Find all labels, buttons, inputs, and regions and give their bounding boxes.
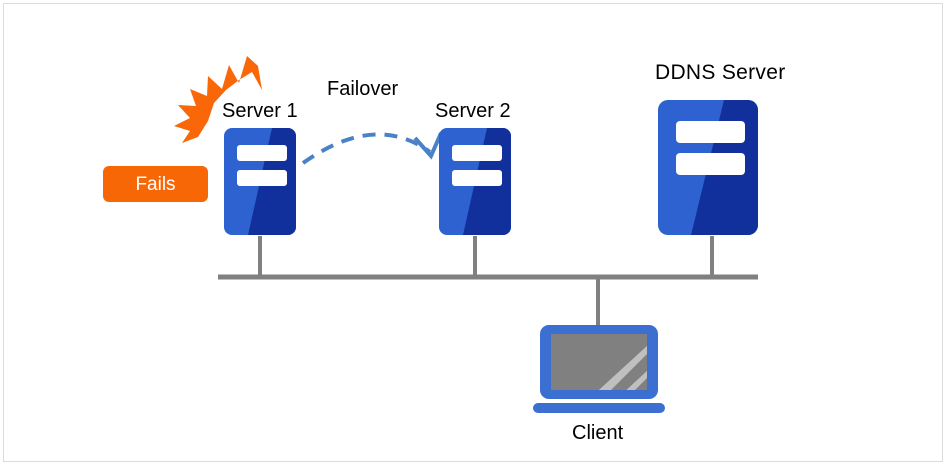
server-icon-server-2[interactable] bbox=[439, 128, 511, 235]
ddns-server-slot-2 bbox=[676, 153, 745, 175]
label-ddns-server: DDNS Server bbox=[655, 61, 786, 84]
failover-arc-dashed bbox=[301, 132, 432, 165]
server-2-slot-1 bbox=[452, 145, 502, 161]
client-screen-highlight-2 bbox=[626, 370, 647, 390]
fails-badge-label: Fails bbox=[135, 173, 176, 195]
failure-burst-icon bbox=[174, 56, 262, 143]
server-2-slot-2 bbox=[452, 170, 502, 186]
failover-arrowhead-icon bbox=[413, 132, 443, 160]
label-failover: Failover bbox=[327, 78, 399, 100]
server-1-slot-1 bbox=[237, 145, 287, 161]
server-icon-server-1[interactable] bbox=[224, 128, 296, 235]
server-icon-ddns-server[interactable] bbox=[658, 100, 758, 235]
client-screen-highlight-1 bbox=[598, 345, 647, 390]
failover-arc-group bbox=[301, 132, 443, 165]
label-server-1: Server 1 bbox=[222, 100, 298, 122]
fails-status-badge: Fails bbox=[103, 166, 208, 202]
network-bus-group bbox=[218, 236, 758, 326]
monitor-icon-client[interactable] bbox=[533, 325, 668, 413]
server-1-slot-2 bbox=[237, 170, 287, 186]
client-base bbox=[533, 403, 665, 413]
ddns-server-slot-1 bbox=[676, 121, 745, 143]
label-server-2: Server 2 bbox=[435, 100, 511, 122]
burst-shape bbox=[174, 56, 262, 143]
label-client: Client bbox=[572, 422, 624, 444]
